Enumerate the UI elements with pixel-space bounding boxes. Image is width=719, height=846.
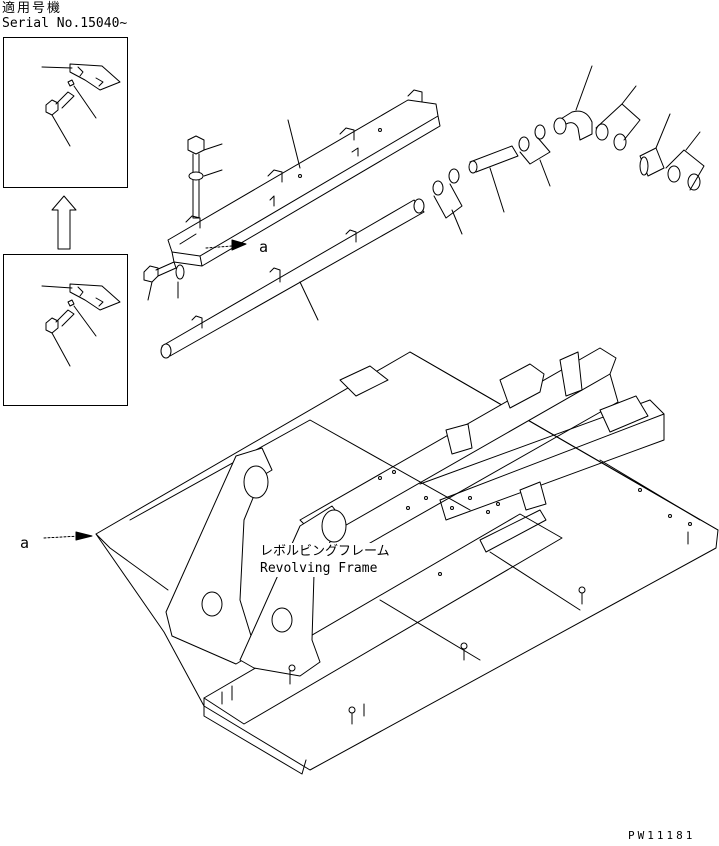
detail-bottom-parts [41, 283, 121, 367]
elbow-assembly [553, 65, 705, 191]
revolving-frame-label: レボルビングフレーム Revolving Frame [258, 543, 392, 577]
frame-label-japanese: レボルビングフレーム [260, 544, 390, 559]
callout-a-lower: a [20, 534, 30, 552]
detail-top-parts [41, 63, 121, 147]
applicability-label: 適用号機 [2, 1, 63, 16]
hose-assembly [432, 124, 551, 235]
callout-a-upper: a [259, 238, 269, 256]
upper-beam [167, 89, 441, 267]
drawing-number: PW11181 [628, 829, 696, 842]
revolving-frame [43, 347, 719, 775]
upgrade-arrow [51, 195, 77, 250]
detail-box-old [3, 254, 128, 406]
bolt-top [187, 135, 223, 219]
detail-box-new [3, 37, 128, 188]
bolt-lower [143, 261, 185, 301]
main-pipe [160, 198, 425, 359]
serial-number-label: Serial No.15040~ [2, 16, 128, 31]
frame-label-english: Revolving Frame [260, 561, 378, 576]
